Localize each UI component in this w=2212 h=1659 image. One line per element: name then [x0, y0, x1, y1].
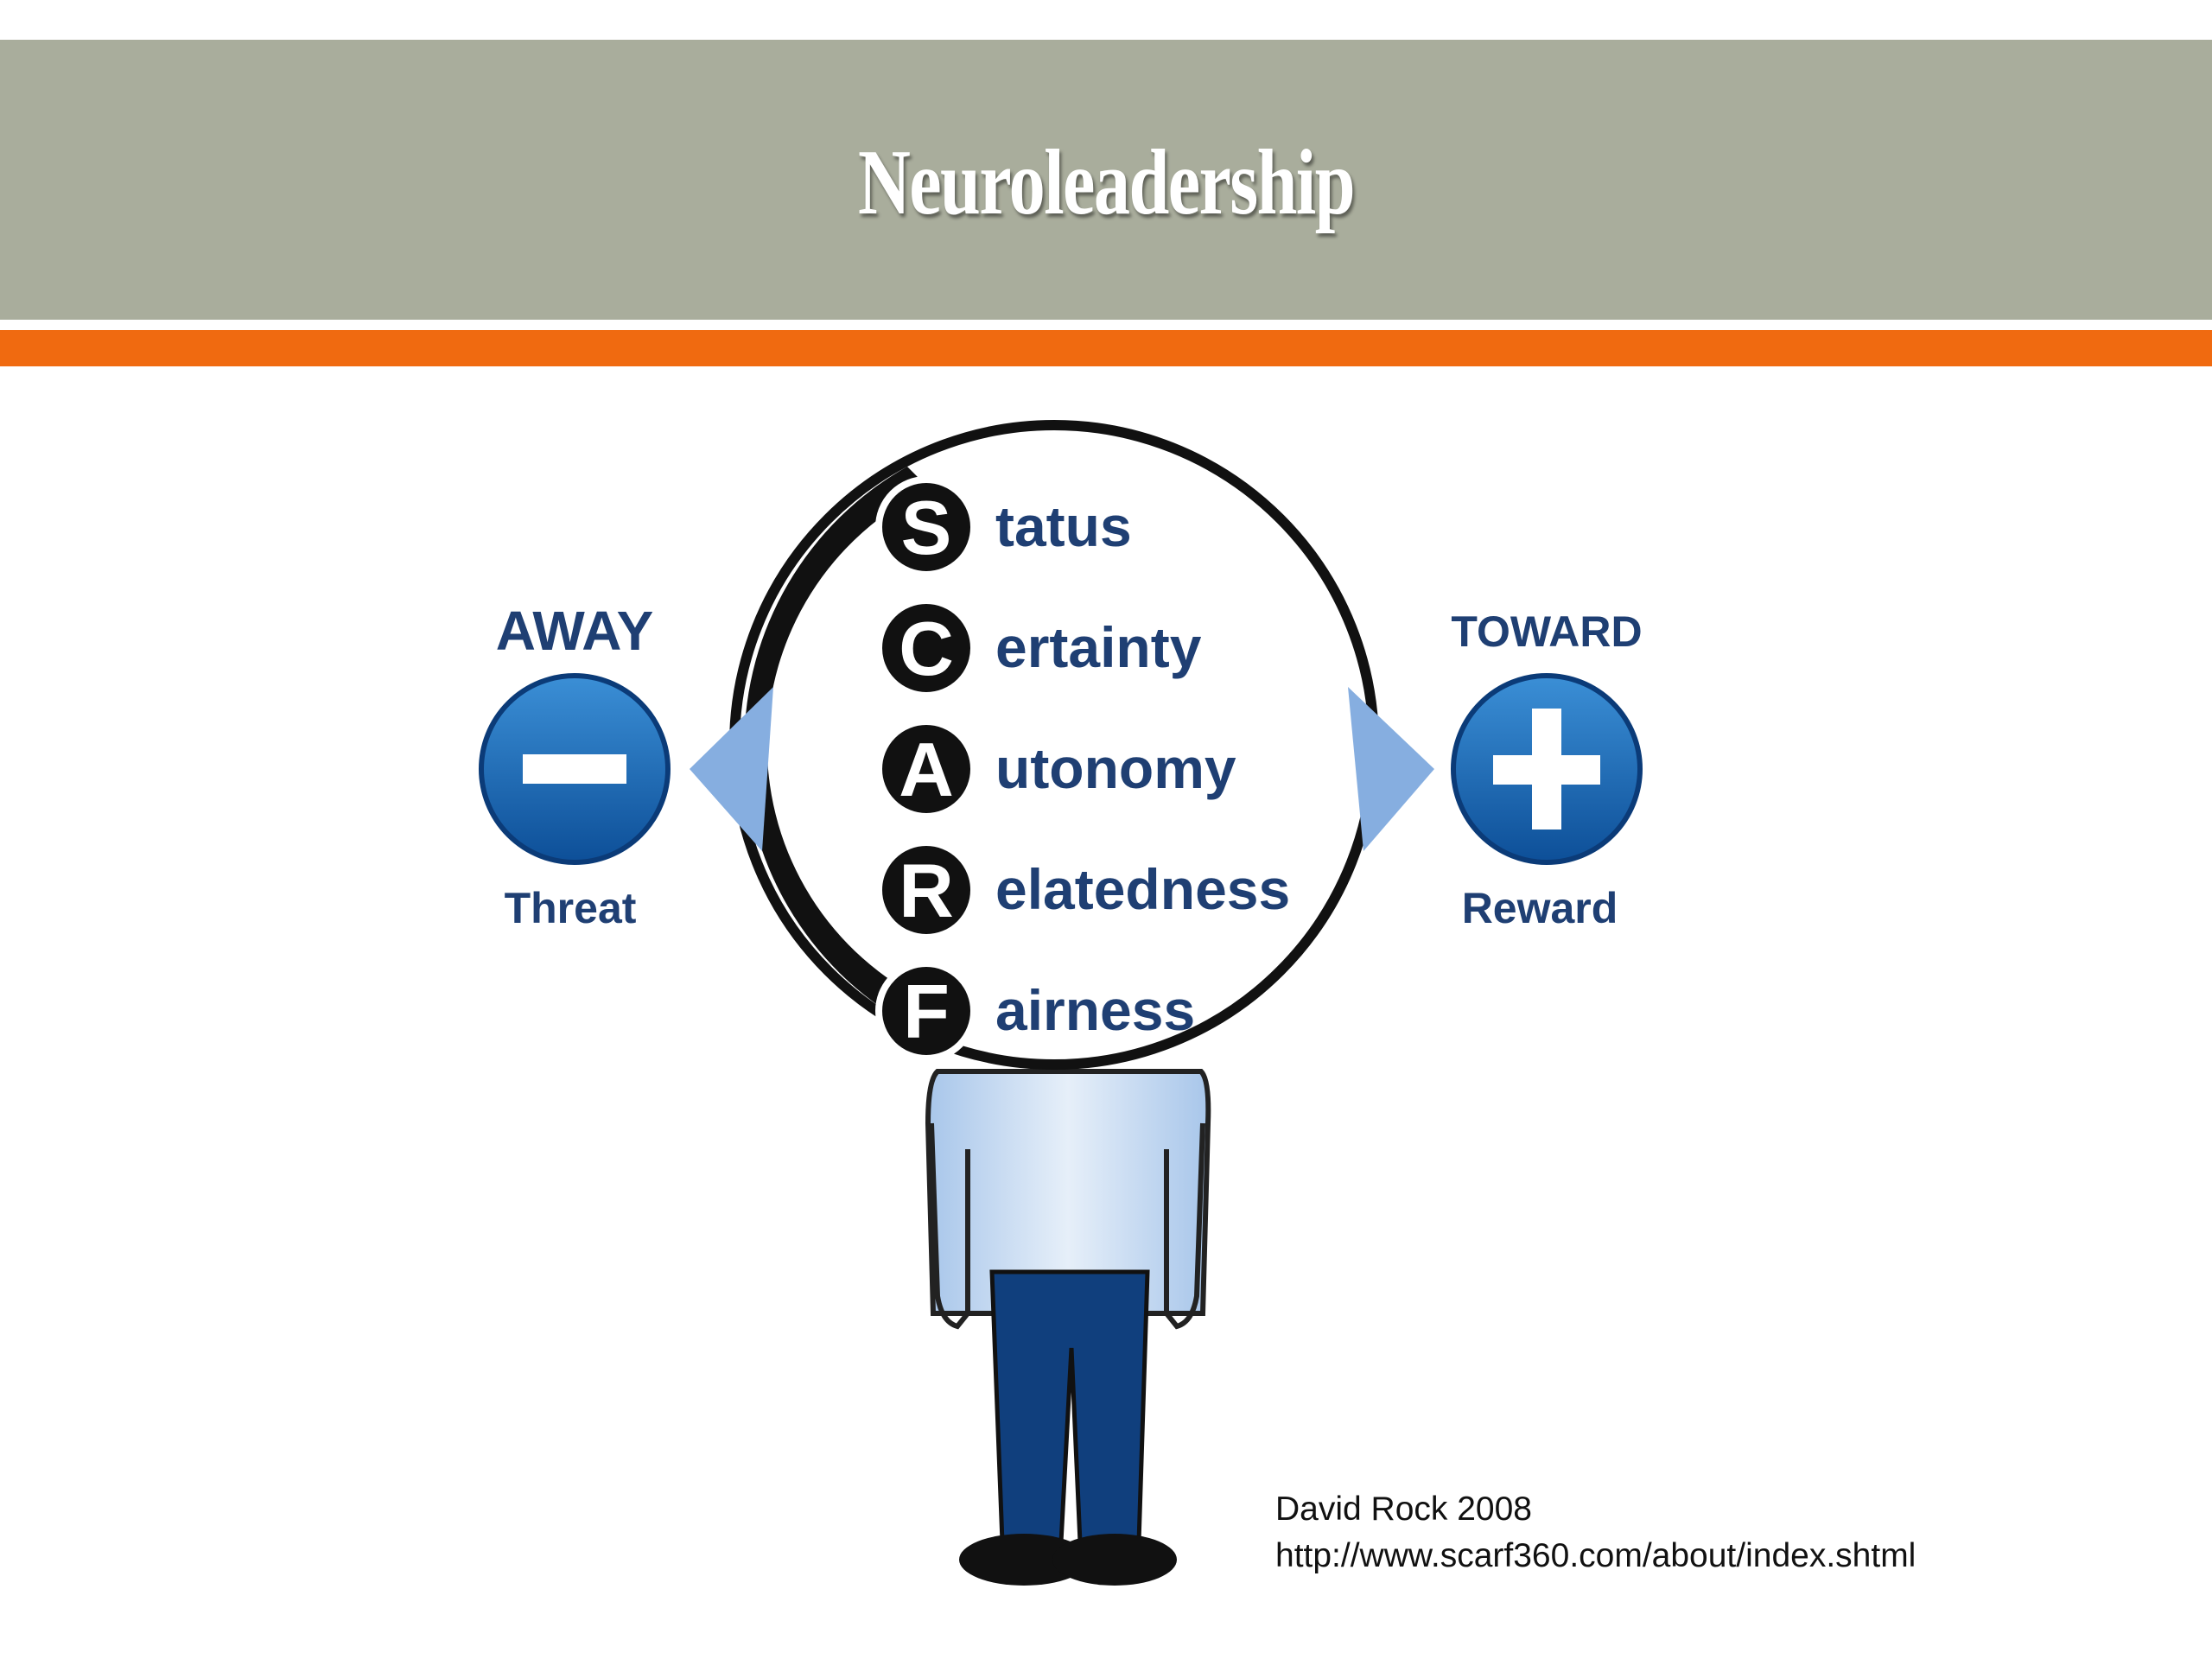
scarf-letter: R — [899, 848, 954, 933]
scarf-word: elatedness — [995, 857, 1290, 921]
pants — [989, 1269, 1150, 1545]
scarf-word: airness — [995, 978, 1195, 1042]
plus-icon — [1493, 709, 1600, 830]
scarf-item-fairness: F airness — [875, 960, 1195, 1062]
scarf-items: S tatus C ertainty A utonomy R elatednes… — [875, 476, 1290, 1062]
header-bar — [0, 40, 2212, 320]
shirt — [925, 1069, 1211, 1316]
slide-title: Neuroleadership — [857, 131, 1356, 234]
toward-label: TOWARD — [1451, 607, 1642, 656]
toward-arrow — [1348, 687, 1434, 851]
toward-plus-circle — [1451, 673, 1643, 865]
scarf-item-certainty: C ertainty — [875, 597, 1202, 699]
reward-label: Reward — [1462, 884, 1618, 932]
scarf-letter: F — [903, 969, 950, 1054]
right-arm — [1164, 1122, 1205, 1330]
credit-author: David Rock 2008 — [1275, 1491, 1532, 1528]
threat-label: Threat — [505, 884, 637, 932]
away-minus-circle — [479, 673, 671, 865]
scarf-item-status: S tatus — [875, 476, 1132, 578]
scarf-word: ertainty — [995, 615, 1202, 679]
scarf-item-autonomy: A utonomy — [875, 718, 1236, 820]
person-figure — [925, 1069, 1211, 1586]
right-shoe — [1052, 1534, 1177, 1586]
credit-url: http://www.scarf360.com/about/index.shtm… — [1275, 1537, 1916, 1574]
away-label: AWAY — [496, 600, 654, 662]
scarf-letter: S — [901, 485, 952, 570]
left-arm — [929, 1122, 970, 1330]
away-arrow — [690, 687, 773, 851]
left-shoe — [959, 1534, 1089, 1586]
minus-icon — [523, 754, 626, 784]
scarf-letter: C — [899, 606, 954, 691]
scarf-word: utonomy — [995, 736, 1236, 800]
ring-thick-arc — [744, 467, 929, 1024]
scarf-letter: A — [899, 727, 954, 812]
source-credit: David Rock 2008 http://www.scarf360.com/… — [1275, 1486, 1916, 1580]
scarf-word: tatus — [995, 494, 1132, 558]
scarf-item-relatedness: R elatedness — [875, 839, 1290, 941]
header-accent-stripe — [0, 330, 2212, 366]
